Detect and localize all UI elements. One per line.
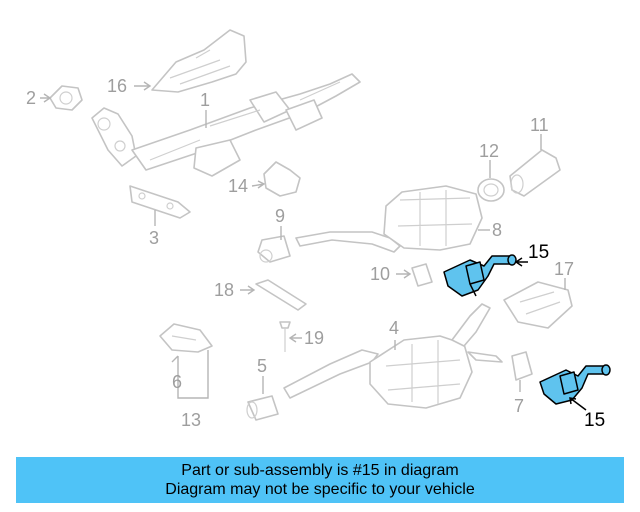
leader-14	[251, 180, 266, 189]
callout-18: 18	[214, 280, 234, 300]
part-11-tailpipe-tip	[509, 149, 561, 197]
part-7-hanger	[511, 351, 533, 381]
callout-9: 9	[275, 206, 285, 226]
part-5-clamp	[246, 395, 279, 421]
callout-4: 4	[389, 318, 399, 338]
part-12-clamp	[477, 178, 505, 202]
part-19-bolt	[279, 321, 291, 352]
info-banner: Part or sub-assembly is #15 in diagram D…	[16, 457, 624, 503]
leader-15-upper	[514, 257, 528, 267]
leader-18	[240, 285, 256, 295]
part-9-clamp	[257, 235, 291, 263]
banner-line-1: Part or sub-assembly is #15 in diagram	[181, 462, 459, 479]
part-3-flange-plate	[129, 185, 191, 219]
leader-6-13	[171, 350, 209, 399]
exhaust-parts-diagram: 16 2 1 3 14 9 12	[26, 29, 611, 431]
part-15-rear-muffler-upper	[443, 254, 517, 297]
callout-12: 12	[479, 141, 499, 161]
callout-14: 14	[228, 176, 248, 196]
banner-line-2: Diagram may not be specific to your vehi…	[165, 481, 475, 498]
leader-10	[396, 269, 412, 279]
callout-2: 2	[26, 88, 36, 108]
callout-16: 16	[107, 76, 127, 96]
callout-19: 19	[304, 328, 324, 348]
callout-15-lower: 15	[584, 410, 605, 431]
leader-19	[288, 333, 302, 343]
callout-10: 10	[370, 264, 390, 284]
callout-3: 3	[149, 228, 159, 248]
leader-16	[134, 81, 152, 91]
callout-5: 5	[257, 356, 267, 376]
callout-17: 17	[554, 259, 574, 279]
part-1-front-pipe-catalytic-converter	[91, 73, 361, 177]
callout-11: 11	[530, 115, 549, 135]
callout-6: 6	[172, 372, 182, 392]
leader-15-lower	[569, 397, 587, 411]
part-2-gasket	[49, 85, 83, 111]
callout-7: 7	[514, 396, 524, 416]
callout-13: 13	[181, 410, 201, 430]
part-14-bracket	[263, 161, 301, 197]
callout-1: 1	[200, 90, 210, 110]
part-6-bracket	[159, 323, 213, 353]
callout-8: 8	[492, 220, 502, 240]
part-4-center-muffler	[283, 303, 503, 409]
part-15-rear-muffler-lower	[539, 364, 611, 405]
part-16-heat-shield	[151, 29, 247, 93]
callout-15-upper: 15	[528, 242, 549, 263]
leader-2	[40, 93, 52, 103]
part-17-heat-shield	[503, 281, 573, 329]
part-18-bracket	[255, 279, 307, 311]
part-8-rear-muffler	[295, 185, 483, 253]
part-10-hanger	[411, 263, 433, 287]
